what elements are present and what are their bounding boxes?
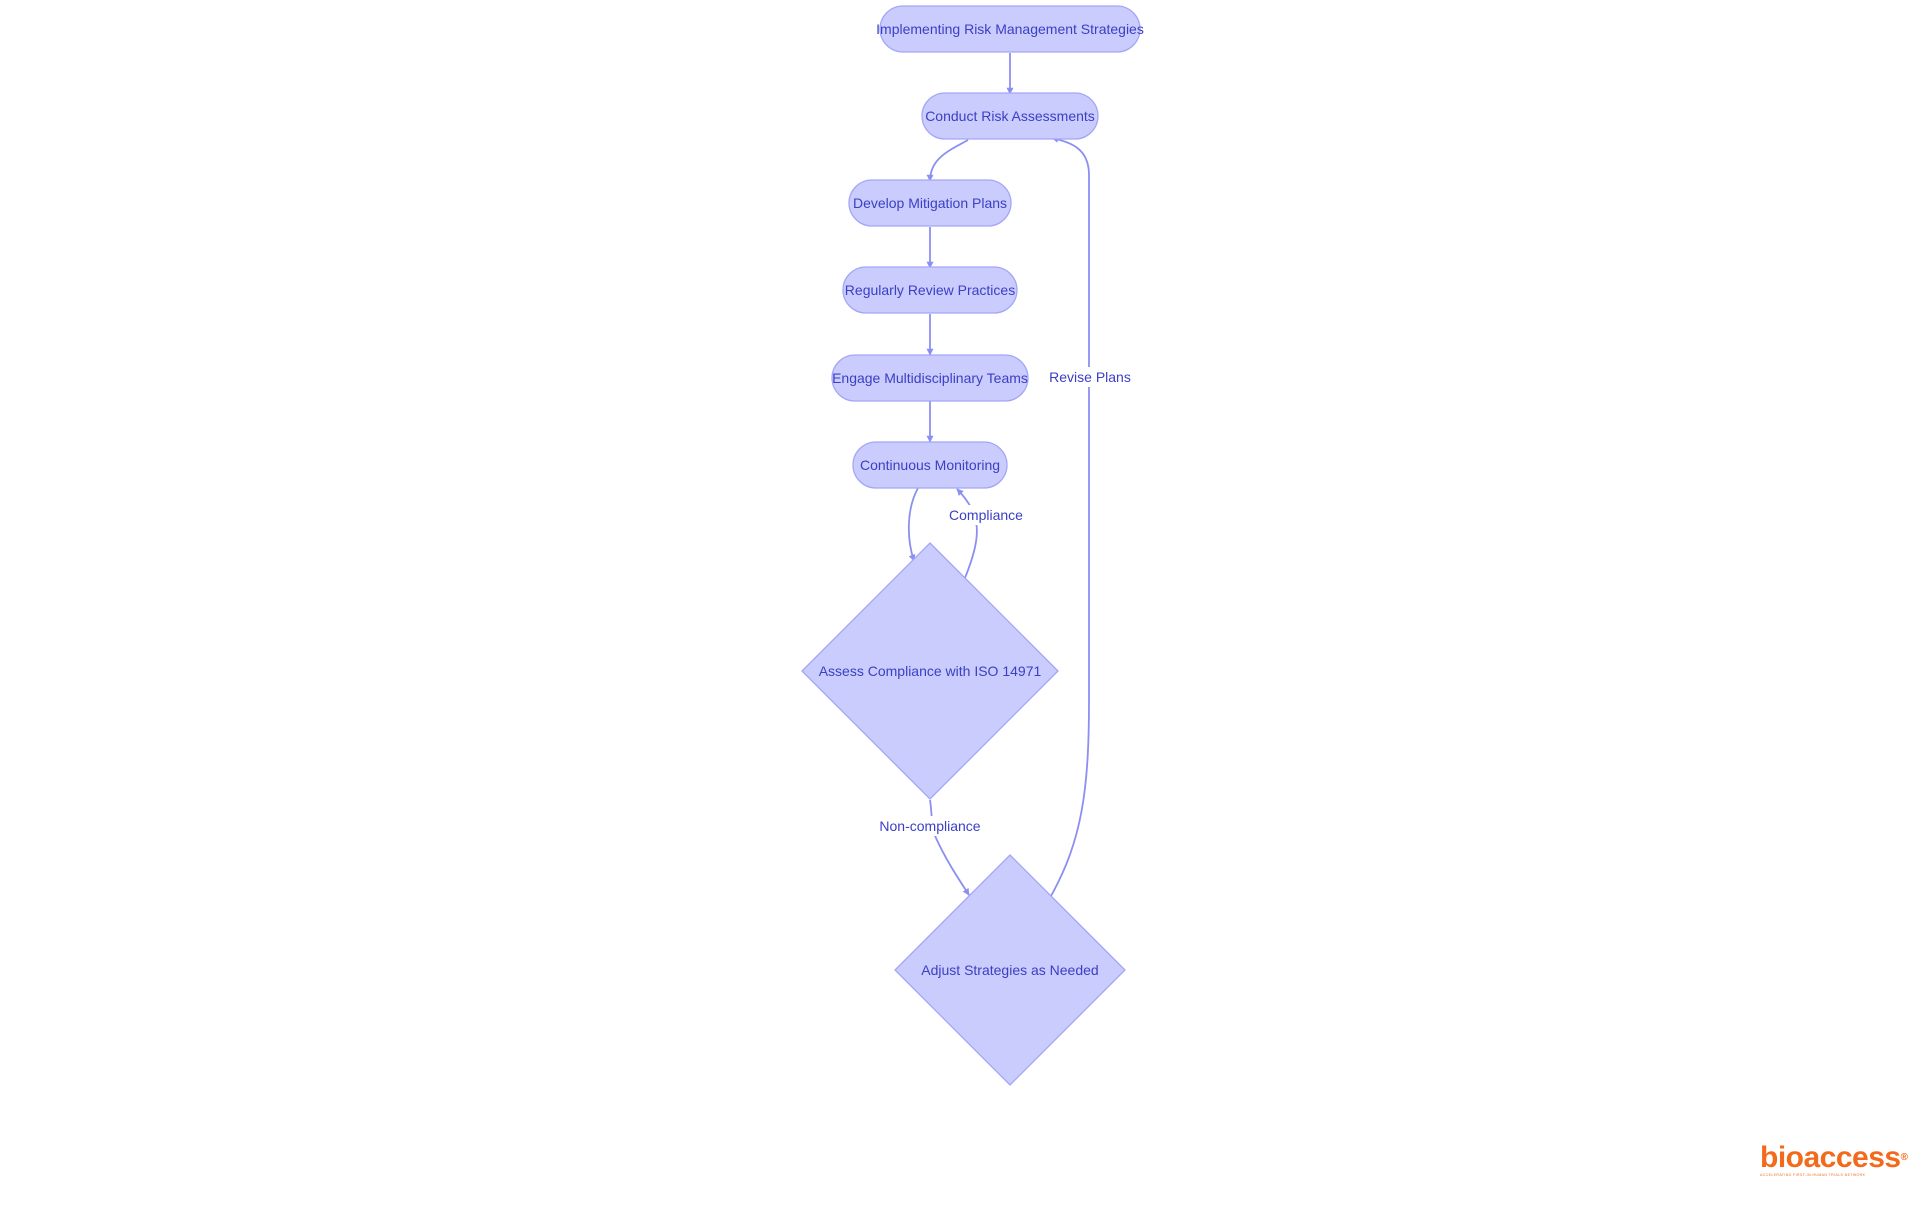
node-mitigate-label: Develop Mitigation Plans bbox=[853, 195, 1007, 211]
node-assess[interactable]: Conduct Risk Assessments bbox=[921, 92, 1099, 140]
node-adjust-label: Adjust Strategies as Needed bbox=[921, 962, 1098, 978]
node-compliance-label: Assess Compliance with ISO 14971 bbox=[819, 663, 1042, 679]
node-compliance-decision[interactable]: Assess Compliance with ISO 14971 bbox=[801, 542, 1059, 800]
edge-label-revise: Revise Plans bbox=[1049, 367, 1131, 387]
logo-brand: bioaccess bbox=[1760, 1141, 1901, 1174]
node-mitigate[interactable]: Develop Mitigation Plans bbox=[848, 179, 1012, 227]
node-review-label: Regularly Review Practices bbox=[845, 282, 1015, 298]
node-teams[interactable]: Engage Multidisciplinary Teams bbox=[831, 354, 1029, 402]
logo-wordmark: bioaccess® bbox=[1760, 1141, 1908, 1174]
edge-label-noncompliance-text: Non-compliance bbox=[879, 818, 980, 834]
edge-monitor-to-compliance bbox=[907, 487, 919, 562]
node-adjust-decision[interactable]: Adjust Strategies as Needed bbox=[894, 854, 1126, 1086]
node-start[interactable]: Implementing Risk Management Strategies bbox=[876, 5, 1144, 53]
edge-compliance-to-monitor bbox=[956, 488, 978, 579]
edge-compliance-to-adjust bbox=[929, 799, 970, 896]
bioaccess-logo: bioaccess® ACCELERATING FIRST-IN-HUMAN T… bbox=[1760, 1141, 1908, 1183]
edge-label-compliance-text: Compliance bbox=[949, 507, 1023, 523]
edge-label-revise-text: Revise Plans bbox=[1049, 369, 1131, 385]
logo-tagline: ACCELERATING FIRST-IN-HUMAN TRIALS NETWO… bbox=[1760, 1173, 1866, 1177]
edge-label-noncompliance: Non-compliance bbox=[879, 816, 981, 836]
node-monitor-label: Continuous Monitoring bbox=[860, 457, 1000, 473]
node-monitor[interactable]: Continuous Monitoring bbox=[852, 441, 1008, 489]
node-review[interactable]: Regularly Review Practices bbox=[842, 266, 1018, 314]
node-assess-label: Conduct Risk Assessments bbox=[925, 108, 1095, 124]
edge-assess-to-mitigate bbox=[926, 139, 969, 182]
node-start-label: Implementing Risk Management Strategies bbox=[876, 21, 1144, 37]
logo-registered-mark: ® bbox=[1900, 1152, 1908, 1163]
edge-adjust-to-assess bbox=[1050, 135, 1090, 897]
edge-label-compliance: Compliance bbox=[949, 505, 1023, 525]
node-teams-label: Engage Multidisciplinary Teams bbox=[832, 370, 1028, 386]
